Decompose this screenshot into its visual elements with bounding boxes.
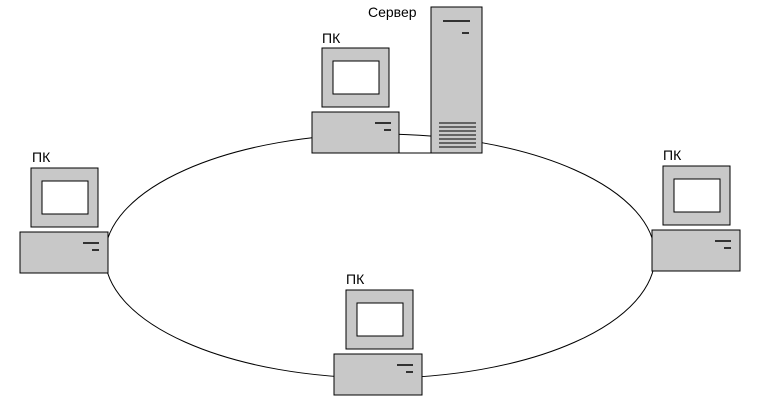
server-label: Сервер	[368, 4, 417, 20]
server: Сервер	[368, 4, 483, 154]
pc-top-label: ПК	[322, 30, 341, 46]
pc-right: ПК	[651, 147, 741, 272]
server-tower-icon	[430, 6, 483, 154]
system-unit-icon	[651, 229, 741, 272]
system-unit-icon	[19, 231, 109, 274]
pc-right-label: ПК	[663, 147, 682, 163]
system-unit-icon	[311, 111, 400, 154]
pc-bottom: ПК	[333, 271, 423, 396]
pc-bottom-label: ПК	[346, 271, 365, 287]
monitor-icon	[30, 167, 99, 228]
pc-top: ПК	[311, 30, 400, 154]
pc-left: ПК	[19, 149, 109, 274]
system-unit-icon	[333, 353, 423, 396]
monitor-icon	[321, 47, 390, 108]
monitor-icon	[662, 165, 731, 226]
monitor-icon	[345, 289, 414, 350]
pc-left-label: ПК	[32, 149, 51, 165]
